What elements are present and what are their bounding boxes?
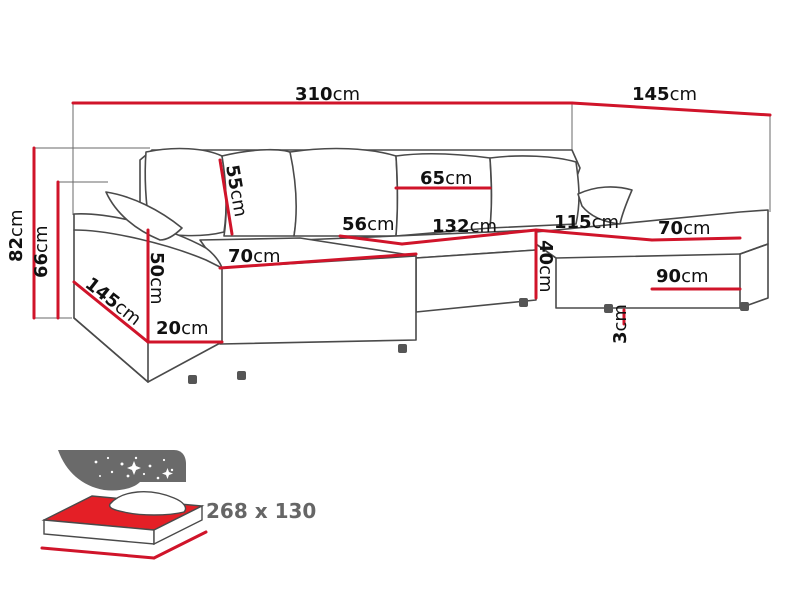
pillow-icon	[108, 491, 187, 516]
label-right-arm-width: 90cm	[656, 266, 709, 287]
label-armrest-width: 20cm	[156, 318, 209, 339]
label-total-height: 82cm	[6, 210, 27, 263]
sofa-outline	[73, 147, 769, 383]
label-cushion-width: 65cm	[420, 168, 473, 189]
star-icon	[94, 456, 174, 480]
label-right-seat-width: 115cm	[554, 212, 619, 233]
bed-function-icon	[40, 450, 208, 560]
label-middle-width: 132cm	[432, 216, 497, 237]
dimension-labels: 310cm 145cm 82cm 66cm 55cm 65cm 56cm 132…	[6, 84, 711, 344]
label-chaise-width: 70cm	[228, 246, 281, 267]
label-right-depth: 145cm	[632, 84, 697, 105]
left-pillow	[105, 191, 183, 241]
label-cushion-height: 55cm	[221, 163, 251, 218]
label-leg-height: 3cm	[610, 304, 631, 344]
sofa-legs	[188, 298, 749, 384]
label-right-chaise-width: 70cm	[658, 218, 711, 239]
label-seat-depth: 56cm	[342, 214, 395, 235]
label-seat-back-height: 66cm	[31, 226, 52, 279]
extension-lines	[34, 103, 771, 319]
bed-size-label: 268 x 130	[206, 499, 316, 523]
label-total-width: 310cm	[295, 84, 360, 105]
right-pillow	[577, 186, 633, 225]
dimension-lines	[32, 101, 772, 344]
label-armrest-height: 50cm	[146, 252, 167, 305]
label-middle-seat-height: 40cm	[535, 240, 556, 293]
